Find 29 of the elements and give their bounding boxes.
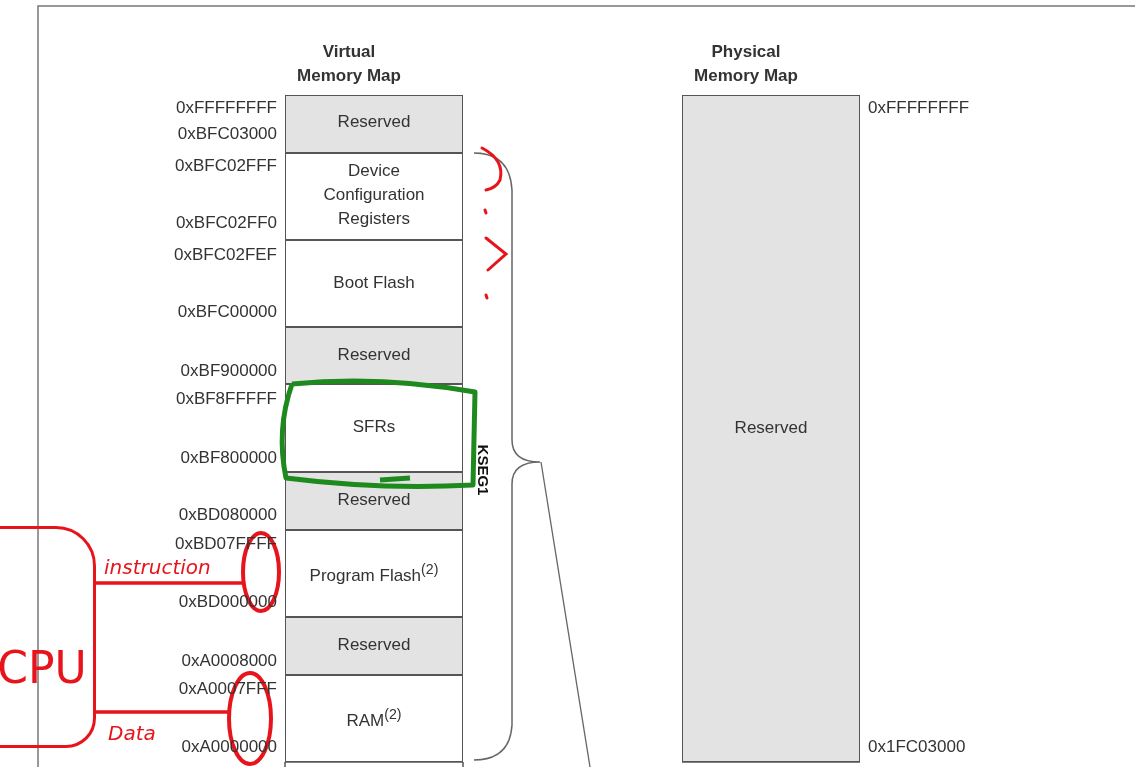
memory-region: RAM$^{(2)}$ [285,675,463,762]
reserved-region: Reserved [682,95,860,762]
address-label: 0xBFC03000 [177,124,277,144]
segment-label: KSEG1 [474,444,494,496]
connector-line [96,710,230,714]
address-label: 0xBFC00000 [177,302,277,322]
column-heading: Virtual Memory Map [296,41,402,87]
address-label: 0xBD080000 [178,505,277,525]
address-label: 0xBF800000 [180,448,277,468]
address-label: 0xFFFFFFFF [175,98,277,118]
memory-region: Boot Flash [285,240,463,327]
memory-region: Device Configuration Registers [285,153,463,240]
address-label: 0x1FC03000 [868,737,966,757]
memory-region: Program Flash$^{(2)}$ [285,530,463,617]
address-label: 0xBF8FFFFF [175,389,277,409]
address-label: 0xA0008000 [181,651,277,671]
reserved-region: Reserved [285,95,463,153]
memory-region: SFRs [285,384,463,472]
address-label: 0xFFFFFFFF [868,98,970,118]
reserved-region: Reserved [285,327,463,384]
handwritten-text: CPU [0,641,87,693]
address-label: 0xBFC02FEF [174,245,277,265]
hand-drawn-box [0,526,96,748]
reserved-region: Reserved [285,617,463,675]
address-label: 0xBFC02FF0 [175,213,277,233]
address-label: 0xBF900000 [180,361,277,381]
address-label: 0xBFC02FFF [174,156,277,176]
column-heading: Physical Memory Map [693,41,799,87]
connector-line [96,581,244,585]
